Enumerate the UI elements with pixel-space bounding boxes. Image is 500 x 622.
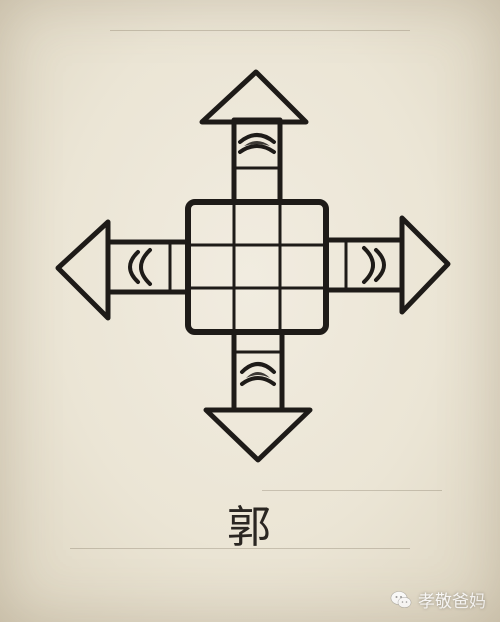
lower-caption-rule xyxy=(70,548,410,549)
wechat-icon xyxy=(390,590,412,608)
arrow-left-icon xyxy=(55,219,191,321)
watermark: 孝敬爸妈 xyxy=(390,587,486,612)
arrow-right-icon xyxy=(323,215,451,315)
character-caption: 郭 xyxy=(227,502,273,553)
upper-caption-rule xyxy=(262,490,442,491)
center-grid xyxy=(185,199,329,335)
arrow-up-icon xyxy=(199,69,309,205)
top-faint-rule xyxy=(110,30,410,31)
watermark-text: 孝敬爸妈 xyxy=(418,592,486,612)
arrow-down-icon xyxy=(203,329,313,463)
